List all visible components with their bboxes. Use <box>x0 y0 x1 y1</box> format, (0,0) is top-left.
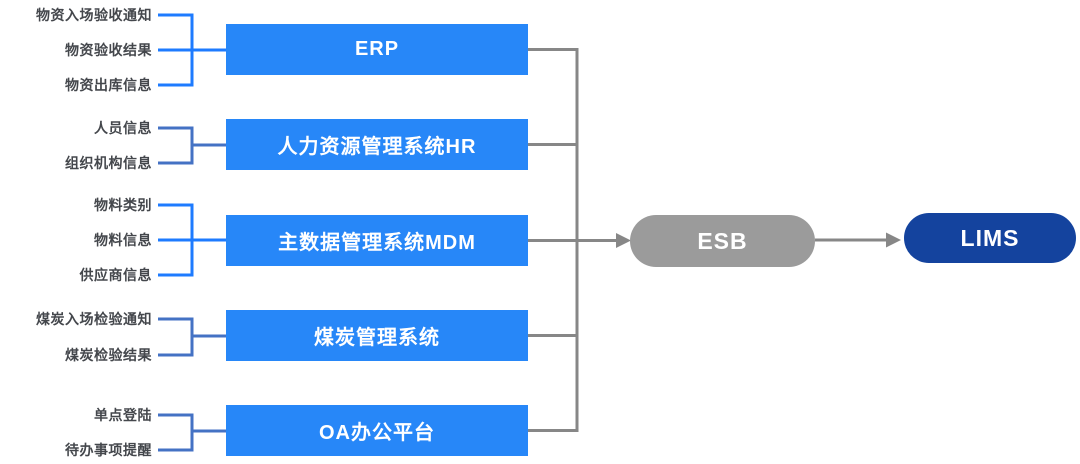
source-label: 煤炭入场检验通知 <box>36 311 152 327</box>
source-label: 物料信息 <box>94 232 152 248</box>
system-box-hr: 人力资源管理系统HR <box>226 119 528 170</box>
source-label: 煤炭检验结果 <box>65 347 152 363</box>
arrow-to-lims <box>815 232 901 248</box>
system-box-oa: OA办公平台 <box>226 405 528 456</box>
source-label: 单点登陆 <box>94 407 152 423</box>
source-label: 物资验收结果 <box>65 42 152 58</box>
bracket-group-erp <box>158 13 226 87</box>
source-label: 供应商信息 <box>79 267 152 283</box>
arrow-to-esb <box>577 233 631 248</box>
system-box-mdm: 主数据管理系统MDM <box>226 215 528 266</box>
source-label: 物料类别 <box>94 197 152 213</box>
source-label: 人员信息 <box>94 120 152 136</box>
source-label: 组织机构信息 <box>65 155 152 171</box>
system-box-coal: 煤炭管理系统 <box>226 310 528 361</box>
bracket-group-mdm <box>158 203 226 277</box>
esb-hub: ESB <box>630 215 815 267</box>
lims-target: LIMS <box>904 213 1076 263</box>
system-box-erp: ERP <box>226 24 528 75</box>
trunk-lines <box>528 48 579 432</box>
bracket-group-oa <box>158 413 226 452</box>
source-label: 物资入场验收通知 <box>36 7 152 23</box>
source-label: 物资出库信息 <box>65 77 152 93</box>
bracket-group-coal <box>158 317 226 357</box>
bracket-group-hr <box>158 126 226 165</box>
source-label: 待办事项提醒 <box>65 442 152 458</box>
